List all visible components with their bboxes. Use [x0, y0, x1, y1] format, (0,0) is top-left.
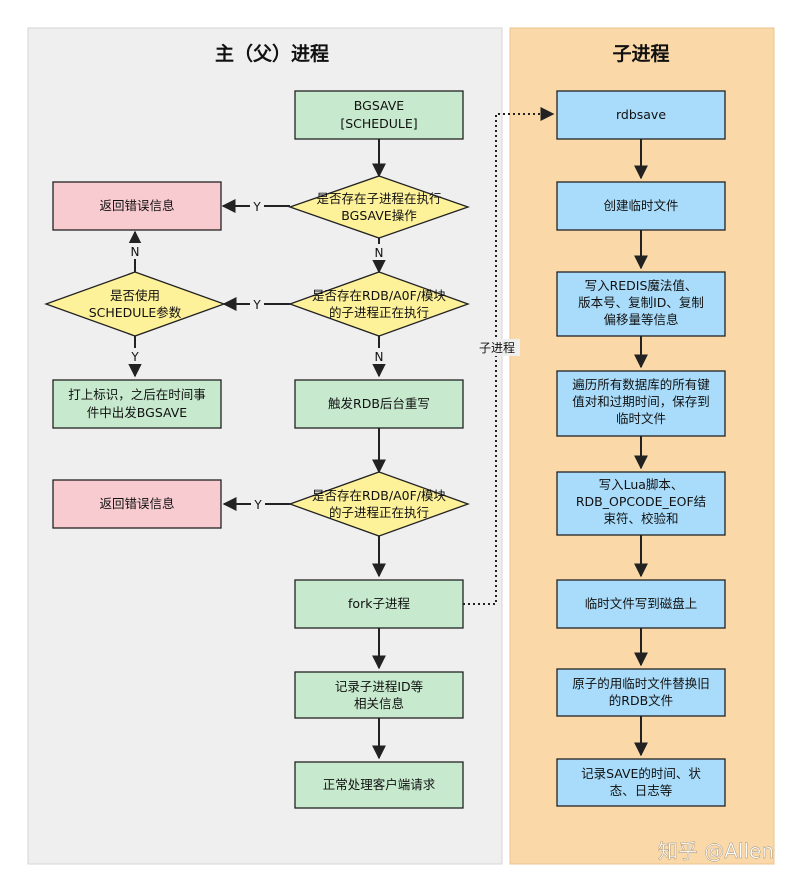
- node-fork-child: fork子进程: [294, 579, 464, 629]
- svg-text:写入Lua脚本、: 写入Lua脚本、: [599, 477, 684, 492]
- svg-text:记录SAVE的时间、状: 记录SAVE的时间、状: [581, 766, 701, 781]
- label-no-2: N: [131, 245, 140, 259]
- parent-panel: [27, 27, 503, 865]
- label-yes-3: Y: [130, 350, 139, 364]
- svg-text:触发RDB后台重写: 触发RDB后台重写: [328, 396, 430, 411]
- label-yes-1: Y: [252, 200, 261, 214]
- node-write-redis-magic: 写入REDIS魔法值、 版本号、复制ID、复制 偏移量等信息: [556, 271, 726, 337]
- svg-text:是否存在RDB/A0F/模块: 是否存在RDB/A0F/模块: [312, 288, 447, 303]
- svg-text:RDB_OPCODE_EOF结: RDB_OPCODE_EOF结: [576, 494, 706, 509]
- node-write-lua: 写入Lua脚本、 RDB_OPCODE_EOF结 束符、校验和: [556, 471, 726, 536]
- svg-text:的子进程正在执行: 的子进程正在执行: [329, 505, 429, 520]
- watermark: 知乎 @Allen: [658, 839, 774, 863]
- svg-text:的子进程正在执行: 的子进程正在执行: [329, 305, 429, 320]
- svg-text:态、日志等: 态、日志等: [610, 783, 673, 798]
- edges: [128, 107, 648, 760]
- node-handle-requests: 正常处理客户端请求: [294, 761, 464, 809]
- svg-text:返回错误信息: 返回错误信息: [99, 198, 174, 213]
- node-traverse-db: 遍历所有数据库的所有键 值对和过期时间，保存到 临时文件: [556, 370, 726, 437]
- svg-text:是否存在子进程在执行: 是否存在子进程在执行: [316, 191, 441, 206]
- label-yes-2: Y: [252, 298, 261, 312]
- node-mark-later: 打上标识，之后在时间事 件中出发BGSAVE: [52, 379, 222, 429]
- node-record-save-time: 记录SAVE的时间、状 态、日志等: [556, 758, 726, 807]
- svg-text:相关信息: 相关信息: [354, 696, 404, 711]
- node-return-error-2: 返回错误信息: [52, 479, 222, 529]
- svg-text:SCHEDULE参数: SCHEDULE参数: [89, 305, 182, 320]
- svg-text:打上标识，之后在时间事: 打上标识，之后在时间事: [68, 387, 206, 402]
- label-yes-4: Y: [253, 498, 262, 512]
- node-check-rdb-aof-2: 是否存在RDB/A0F/模块 的子进程正在执行: [288, 471, 470, 537]
- label-child-process: 子进程: [479, 340, 515, 355]
- svg-text:记录子进程ID等: 记录子进程ID等: [335, 679, 423, 694]
- svg-text:遍历所有数据库的所有键: 遍历所有数据库的所有键: [572, 377, 710, 392]
- node-create-temp-file: 创建临时文件: [556, 181, 726, 231]
- svg-text:原子的用临时文件替换旧: 原子的用临时文件替换旧: [572, 676, 710, 691]
- svg-text:rdbsave: rdbsave: [616, 107, 666, 122]
- node-return-error-1: 返回错误信息: [52, 181, 222, 231]
- svg-text:返回错误信息: 返回错误信息: [99, 496, 174, 511]
- node-trigger-rewrite: 触发RDB后台重写: [294, 379, 464, 429]
- svg-text:fork子进程: fork子进程: [348, 596, 410, 611]
- node-record-child-id: 记录子进程ID等 相关信息: [294, 671, 464, 719]
- node-check-rdb-aof-1: 是否存在RDB/A0F/模块 的子进程正在执行: [288, 271, 470, 337]
- svg-text:的RDB文件: 的RDB文件: [609, 693, 673, 708]
- edge-fork-to-rdbsave: [463, 107, 555, 605]
- svg-text:创建临时文件: 创建临时文件: [603, 198, 678, 213]
- svg-text:[SCHEDULE]: [SCHEDULE]: [340, 116, 417, 131]
- svg-text:BGSAVE: BGSAVE: [354, 98, 405, 113]
- svg-text:件中出发BGSAVE: 件中出发BGSAVE: [87, 405, 188, 420]
- svg-text:写入REDIS魔法值、: 写入REDIS魔法值、: [585, 278, 698, 293]
- svg-text:偏移量等信息: 偏移量等信息: [603, 312, 678, 327]
- parent-panel-title: 主（父）进程: [215, 42, 329, 65]
- label-no-1: N: [375, 246, 384, 260]
- svg-text:临时文件写到磁盘上: 临时文件写到磁盘上: [585, 596, 698, 611]
- svg-text:是否存在RDB/A0F/模块: 是否存在RDB/A0F/模块: [312, 488, 447, 503]
- svg-text:束符、校验和: 束符、校验和: [603, 511, 678, 526]
- node-flush-to-disk: 临时文件写到磁盘上: [556, 579, 726, 629]
- label-no-3: N: [375, 350, 384, 364]
- svg-text:是否使用: 是否使用: [110, 288, 160, 303]
- svg-text:BGSAVE操作: BGSAVE操作: [341, 208, 417, 223]
- svg-text:值对和过期时间，保存到: 值对和过期时间，保存到: [572, 394, 710, 409]
- node-bgsave: BGSAVE [SCHEDULE]: [294, 90, 464, 140]
- child-panel-title: 子进程: [612, 43, 669, 65]
- edge-labels: Y N Y N Y N Y 子进程: [128, 198, 520, 512]
- svg-text:临时文件: 临时文件: [616, 411, 666, 426]
- node-atomic-replace: 原子的用临时文件替换旧 的RDB文件: [556, 668, 726, 717]
- node-check-child-running: 是否存在子进程在执行 BGSAVE操作: [288, 175, 470, 239]
- node-use-schedule: 是否使用 SCHEDULE参数: [44, 271, 226, 337]
- node-rdbsave: rdbsave: [556, 90, 726, 140]
- svg-text:版本号、复制ID、复制: 版本号、复制ID、复制: [578, 295, 704, 310]
- svg-text:正常处理客户端请求: 正常处理客户端请求: [323, 777, 436, 792]
